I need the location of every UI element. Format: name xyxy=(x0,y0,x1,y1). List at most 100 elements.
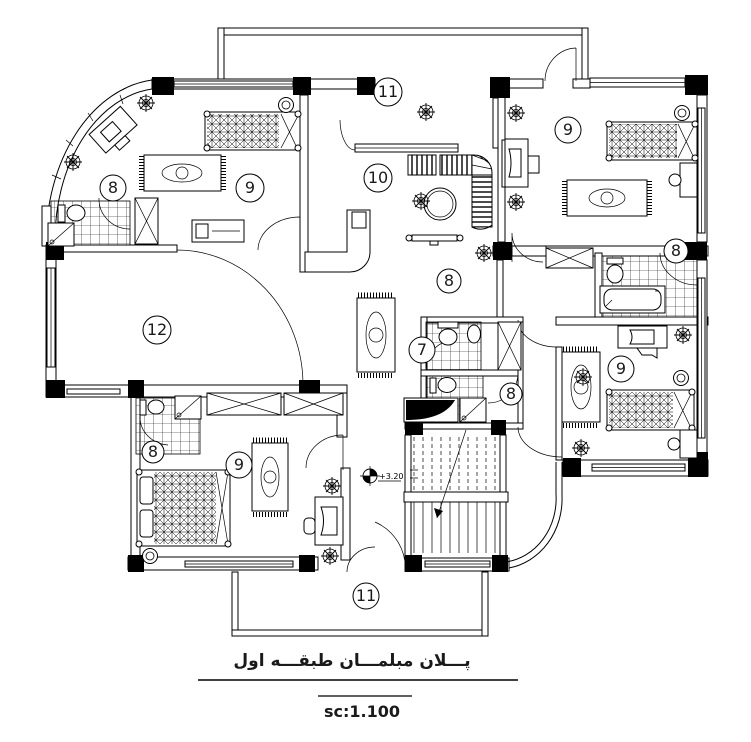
salon-curved-opening xyxy=(176,249,304,386)
door-bedroom-tl xyxy=(257,216,301,251)
toilet-symbol xyxy=(606,257,624,284)
desk-symbol xyxy=(504,138,540,188)
staircase xyxy=(403,429,509,553)
room-label-balcony-top: 11 xyxy=(373,77,403,107)
shower-symbol xyxy=(459,397,487,423)
columns xyxy=(46,75,708,572)
svg-text:8: 8 xyxy=(444,271,454,290)
toilet-symbol xyxy=(437,321,459,346)
balcony-bottom xyxy=(231,571,489,637)
bath-top-left xyxy=(47,200,131,247)
wc-7 xyxy=(425,321,482,371)
door-stair-corridor xyxy=(517,426,563,458)
svg-text:8: 8 xyxy=(506,384,516,403)
stair-direction-arrow xyxy=(434,508,443,518)
side-table-symbol xyxy=(668,162,698,198)
shower-symbol xyxy=(47,222,75,247)
room-label-hall: 8 xyxy=(436,268,462,294)
svg-text:12: 12 xyxy=(147,320,167,339)
stool-symbol xyxy=(673,370,689,386)
fireplace-column xyxy=(493,242,512,260)
shower-symbol xyxy=(174,395,202,420)
plant-icon xyxy=(322,476,342,496)
room-labels: 11 8 9 10 9 8 8 12 7 8 9 8 9 11 xyxy=(99,77,689,610)
hall-rug-symbol xyxy=(356,292,396,378)
round-table-symbol xyxy=(423,187,457,221)
room-label-bath-center: 8 xyxy=(499,382,523,406)
room-label-bath-bottom-left: 8 xyxy=(141,440,165,464)
door-bedroom-br xyxy=(517,319,558,348)
room-label-bath-top-right: 8 xyxy=(663,238,689,264)
sofa-symbol xyxy=(407,154,493,230)
svg-text:8: 8 xyxy=(148,442,158,461)
desk-symbol xyxy=(88,105,138,154)
door-bottom-left-leaf xyxy=(346,546,376,573)
bedroom-bottom-right-furniture xyxy=(561,325,698,459)
room-label-bath-top-left: 8 xyxy=(99,174,127,202)
rug-symbol xyxy=(562,179,652,217)
plant-icon xyxy=(506,192,526,212)
door-hall-bedroom-tr xyxy=(511,232,544,263)
tv-bench-symbol xyxy=(405,234,464,246)
room-label-living: 10 xyxy=(363,163,393,193)
room-label-salon: 12 xyxy=(142,315,172,345)
bedroom-top-left-furniture xyxy=(63,93,302,243)
level-value: +3.20 xyxy=(379,472,404,481)
title-block: پـــلان مبلمـــان طبقـــه اول sc:1.100 xyxy=(198,651,518,721)
door-balcony-bedroom-tr xyxy=(544,47,577,82)
bed-symbol xyxy=(203,110,302,152)
scale-label: sc:1.100 xyxy=(324,702,400,721)
room-label-bedroom-bottom-right: 9 xyxy=(607,355,635,383)
door-bottom-right-leaf xyxy=(374,521,406,573)
wardrobe-bedroom-tr xyxy=(545,247,594,269)
svg-text:8: 8 xyxy=(108,178,118,197)
balcony-top xyxy=(217,27,589,82)
room-label-wc: 7 xyxy=(408,336,436,364)
double-bed-symbol xyxy=(135,468,232,548)
door-bedroom-bl xyxy=(305,434,344,470)
bedroom-top-right-furniture xyxy=(504,103,699,217)
svg-text:10: 10 xyxy=(368,168,388,187)
toilet-symbol xyxy=(57,204,86,223)
bathtub-symbol xyxy=(599,285,666,314)
stool-symbol xyxy=(278,97,294,113)
plant-icon xyxy=(506,103,526,123)
svg-text:9: 9 xyxy=(234,455,244,474)
toilet-symbol xyxy=(139,399,165,416)
bed-symbol xyxy=(605,388,696,432)
stool-symbol xyxy=(142,548,158,564)
svg-text:9: 9 xyxy=(563,120,573,139)
dresser-symbol xyxy=(191,219,245,243)
toilet-symbol xyxy=(429,377,457,394)
plant-icon xyxy=(320,546,340,566)
wardrobe-center xyxy=(497,321,522,371)
door-terrace xyxy=(339,119,356,151)
understair-void xyxy=(403,397,459,423)
svg-text:9: 9 xyxy=(245,178,255,197)
plant-icon xyxy=(416,102,436,122)
plan-title: پـــلان مبلمـــان طبقـــه اول xyxy=(233,651,470,671)
stool-symbol xyxy=(674,105,690,121)
rug-symbol xyxy=(561,346,601,428)
svg-text:7: 7 xyxy=(417,340,427,359)
bath-top-right xyxy=(599,255,698,318)
svg-text:11: 11 xyxy=(356,586,376,605)
desk-symbol xyxy=(617,325,668,359)
wardrobe-bottom-left xyxy=(206,392,344,416)
side-table-symbol xyxy=(667,429,698,459)
plant-icon xyxy=(673,325,693,345)
room-label-bedroom-bottom-left: 9 xyxy=(225,451,253,479)
svg-text:8: 8 xyxy=(671,241,681,260)
plant-icon xyxy=(136,93,156,113)
room-label-bedroom-top-right: 9 xyxy=(554,116,582,144)
svg-text:9: 9 xyxy=(616,359,626,378)
rug-symbol xyxy=(251,437,289,517)
hall-cabinet-symbol xyxy=(304,209,371,273)
room-label-bedroom-top-left: 9 xyxy=(235,173,265,203)
desk-symbol xyxy=(303,496,344,546)
bed-symbol xyxy=(605,120,699,162)
rug-symbol xyxy=(139,154,226,192)
wardrobe-top-left xyxy=(134,197,159,245)
